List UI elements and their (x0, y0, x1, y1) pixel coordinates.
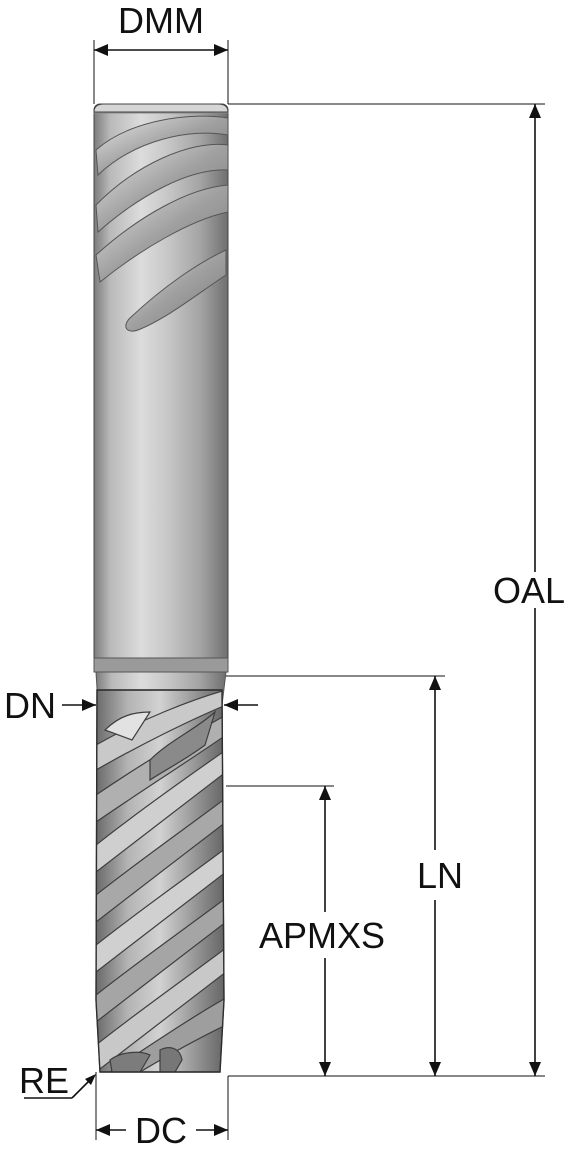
ln-dimension: LN (226, 675, 463, 1076)
dmm-dimension: DMM (93, 0, 229, 104)
apmxs-dimension: APMXS (226, 785, 385, 1076)
oal-dimension: OAL (228, 103, 565, 1077)
re-dimension: RE (19, 1060, 96, 1101)
ln-label: LN (417, 855, 463, 896)
re-label: RE (19, 1060, 69, 1101)
end-mill-tool (93, 103, 229, 1073)
dn-dimension: DN (4, 685, 258, 726)
dc-label: DC (135, 1110, 187, 1151)
dn-label: DN (4, 685, 56, 726)
dc-dimension: DC (95, 1072, 229, 1151)
dimension-lines: DMM OAL DN LN (4, 0, 565, 1151)
flute-section (95, 689, 225, 1073)
apmxs-label: APMXS (259, 915, 385, 956)
oal-label: OAL (493, 570, 565, 611)
shank-grooves (95, 115, 228, 332)
dmm-label: DMM (118, 0, 204, 41)
shank (93, 103, 229, 673)
